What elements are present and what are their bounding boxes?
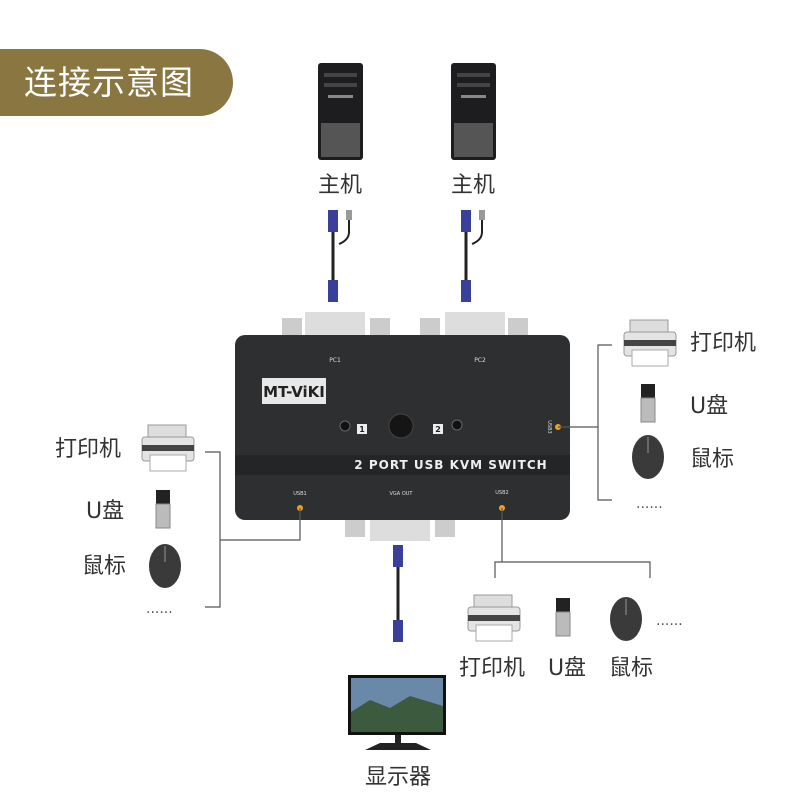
vga-usb-cable-icon (326, 208, 354, 304)
device-label-udisk: U盘 (548, 656, 586, 681)
device-label-udisk: U盘 (690, 394, 728, 419)
switch-button[interactable] (388, 413, 414, 439)
mouse-icon (609, 596, 643, 642)
host-label: 主机 (318, 173, 362, 198)
page-title: 连接示意图 (0, 49, 233, 116)
led-2-icon (451, 419, 463, 431)
left-connector-line (205, 451, 301, 608)
port-label-pc2: PC2 (474, 357, 486, 364)
device-label-mouse: 鼠标 (82, 554, 126, 579)
host-label: 主机 (451, 173, 495, 198)
mouse-icon (148, 543, 182, 589)
button-label-1: 1 (359, 425, 365, 434)
device-label-udisk: U盘 (86, 499, 124, 524)
port-label-usb1: USB1 (293, 491, 306, 497)
device-label-mouse: 鼠标 (690, 447, 734, 472)
device-label-mouse: 鼠标 (609, 656, 653, 681)
monitor-label: 显示器 (365, 765, 431, 790)
port-label-pc1: PC1 (329, 357, 341, 364)
more-devices: ...... (656, 613, 683, 629)
printer-icon (467, 594, 521, 642)
vga-usb-cable-icon (459, 208, 487, 304)
printer-icon (141, 424, 195, 472)
device-label-printer: 打印机 (55, 437, 121, 462)
more-devices: ...... (636, 496, 663, 512)
usb-drive-icon (640, 383, 656, 423)
port-label-vga-out: VGA OUT (390, 491, 414, 497)
brand-logo: MT-ViKI (263, 383, 325, 401)
usb-drive-icon (555, 597, 571, 637)
device-label-printer: 打印机 (690, 331, 756, 356)
usb-drive-icon (155, 489, 171, 529)
device-label-printer: 打印机 (459, 656, 525, 681)
host-computer-icon (451, 63, 496, 160)
led-1-icon (339, 420, 351, 432)
host-computer-icon (318, 63, 363, 160)
vga-cable-icon (393, 545, 403, 642)
monitor-icon (348, 675, 446, 750)
button-label-2: 2 (435, 425, 441, 434)
mouse-icon (631, 434, 665, 480)
bottom-connector-line (494, 508, 651, 578)
port-label-usb3: USB3 (546, 420, 552, 433)
right-connector-line (558, 344, 612, 501)
printer-icon (623, 319, 677, 367)
port-label-usb2: USB2 (495, 490, 508, 496)
kvm-switch: MT-ViKI PC1 PC2 1 2 2 PORT USB KVM SWITC… (235, 312, 570, 541)
more-devices: ...... (146, 601, 173, 617)
kvm-title: 2 PORT USB KVM SWITCH (354, 458, 547, 472)
